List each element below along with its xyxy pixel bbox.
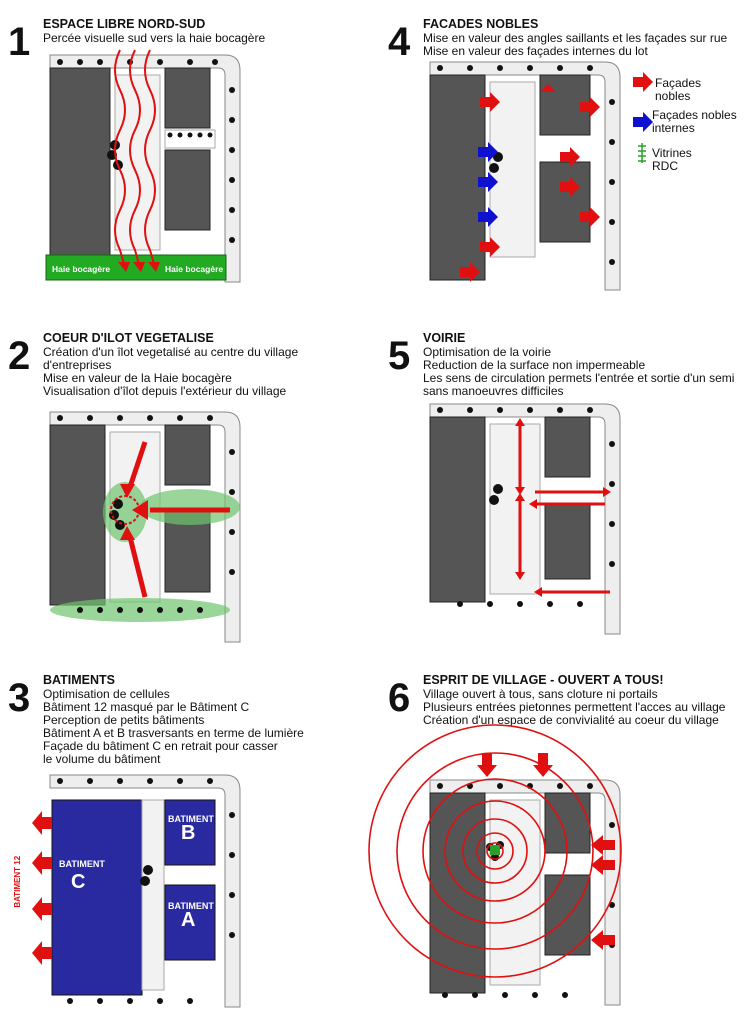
hedge-label-left: Haie bocagère [52, 264, 111, 274]
label-batiment-c: BATIMENT [59, 859, 105, 869]
legend-nobles: Façades nobles [655, 76, 702, 103]
panel-line: Optimisation de cellules [43, 687, 170, 701]
hedge-label-right: Haie bocagère [165, 264, 224, 274]
panel-line: Les sens de circulation permets l'entrée… [423, 371, 735, 385]
panel-title: COEUR D'ILOT VEGETALISE [43, 331, 214, 345]
panel-line: Mise en valeur de la Haie bocagère [43, 371, 232, 385]
panel-line: Visualisation d'îlot depuis l'extérieur … [43, 384, 287, 398]
panel-number: 1 [8, 20, 31, 64]
legend-internes: Façades nobles internes [652, 108, 737, 135]
panel-title: VOIRIE [423, 331, 466, 345]
panel-title: ESPACE LIBRE NORD-SUD [43, 17, 206, 31]
site-plan-2 [49, 411, 241, 643]
panel-line: Reduction de la surface non impermeable [423, 358, 646, 372]
site-plan-1 [45, 49, 241, 283]
panel-line: Village ouvert à tous, sans cloture ni p… [423, 687, 658, 701]
panel-number: 2 [8, 334, 31, 378]
panel-line: le volume du bâtiment [43, 752, 161, 766]
panel-line: Création d'un îlot vegetalisé au centre … [43, 345, 299, 359]
label-a: A [181, 909, 196, 931]
legend-internes-icon [633, 112, 653, 132]
site-plan-4 [429, 61, 621, 291]
panel-line: Plusieurs entrées pietonnes permettent l… [423, 700, 726, 714]
panel-line: Mise en valeur des façades internes du l… [423, 44, 648, 58]
panel-line: d'entreprises [43, 358, 112, 372]
panel-title: BATIMENTS [43, 673, 115, 687]
panel-title: ESPRIT DE VILLAGE - OUVERT A TOUS! [423, 673, 664, 687]
label-batiment-a: BATIMENT [168, 901, 214, 911]
legend-vitrines: Vitrines RDC [652, 146, 692, 173]
legend-nobles-icon [633, 72, 653, 92]
site-plan-3 [32, 774, 241, 1008]
panel-number: 6 [388, 676, 411, 720]
panel-number: 4 [388, 20, 411, 64]
panel-title: FACADES NOBLES [423, 17, 539, 31]
panel-line: Optimisation de la voirie [423, 345, 552, 359]
label-c: C [71, 871, 86, 893]
label-batiment-12: BATIMENT 12 [13, 855, 23, 908]
panel-line: Bâtiment A et B trasversants en terme de… [43, 726, 304, 740]
panel-number: 5 [388, 334, 411, 378]
panel-line: Perception de petits bâtiments [43, 713, 205, 727]
panel-line: Création d'un espace de convivialité au … [423, 713, 719, 727]
panel-number: 3 [8, 676, 31, 720]
panel-line: Mise en valeur des angles saillants et l… [423, 31, 728, 45]
site-plan-5 [429, 403, 621, 635]
panel-line: Façade du bâtiment C en retrait pour cas… [43, 739, 278, 753]
label-batiment-b: BATIMENT [168, 814, 214, 824]
label-b: B [181, 822, 196, 844]
panel-line: Percée visuelle sud vers la haie bocagèr… [43, 31, 266, 45]
legend-vitrines-icon [638, 143, 646, 163]
panel-line: Bâtiment 12 masqué par le Bâtiment C [43, 700, 250, 714]
panel-line: sans manoeuvres difficiles [423, 384, 564, 398]
site-plan-6 [368, 724, 622, 1006]
